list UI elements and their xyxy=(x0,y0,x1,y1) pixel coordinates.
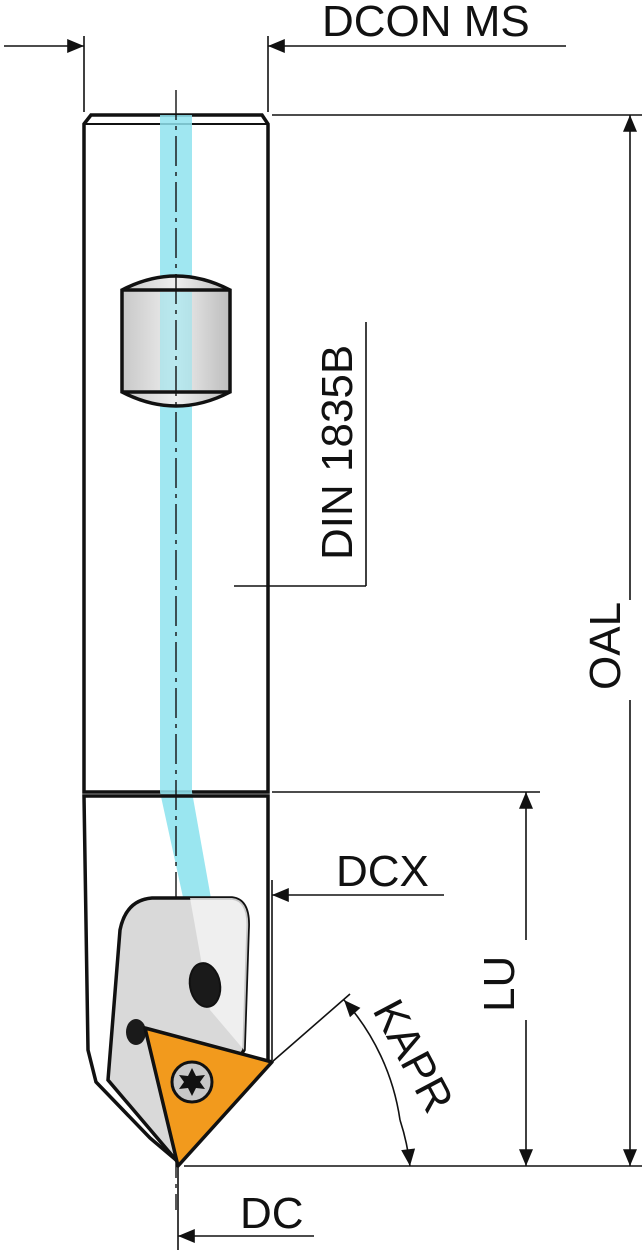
label-dcx: DCX xyxy=(336,847,429,896)
coolant-channel xyxy=(160,115,222,966)
din-leader xyxy=(234,322,367,587)
label-dc: DC xyxy=(240,1189,304,1238)
label-oal: OAL xyxy=(581,602,630,690)
dim-lu xyxy=(272,791,540,1166)
dim-dc xyxy=(177,1166,314,1250)
dim-dcx xyxy=(271,880,444,1060)
triangular-insert xyxy=(143,1026,274,1168)
dim-kapr xyxy=(271,993,416,1167)
label-din: DIN 1835B xyxy=(313,345,362,560)
label-dcon-ms: DCON MS xyxy=(322,0,530,46)
label-kapr: KAPR xyxy=(363,992,463,1121)
label-lu: LU xyxy=(475,956,524,1012)
dim-dcon-ms xyxy=(4,36,566,112)
